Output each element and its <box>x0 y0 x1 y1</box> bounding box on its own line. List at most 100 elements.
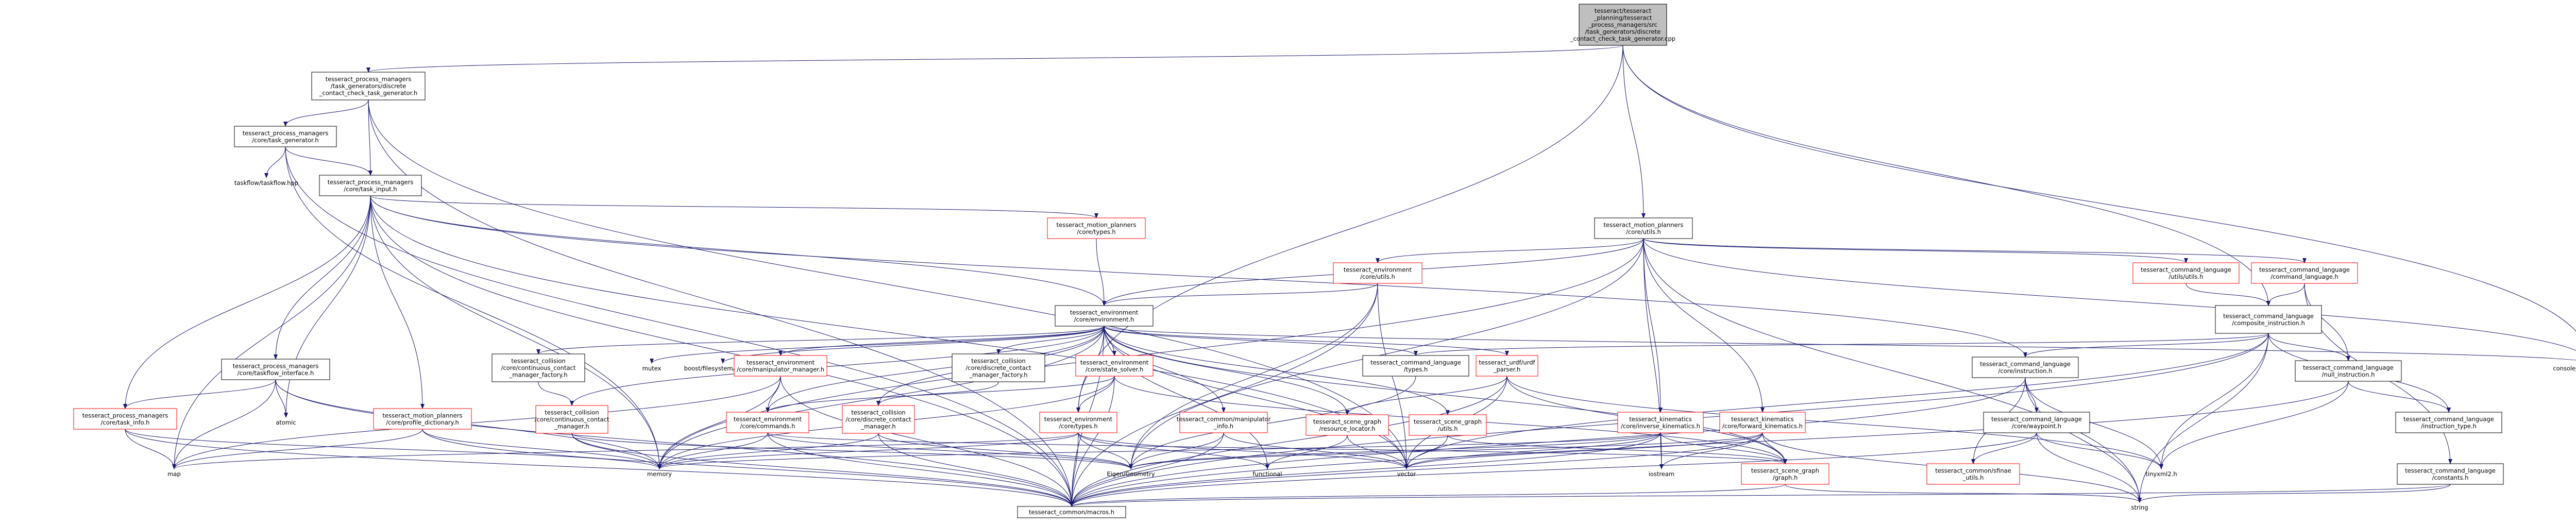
dependency-edge <box>284 195 371 418</box>
node-label: /null_instruction.h <box>2322 371 2375 378</box>
graph-node-env-utils[interactable]: tesseract_environment/core/utils.h <box>1333 262 1422 284</box>
graph-node-mp-pd[interactable]: tesseract_motion_planners/core/profile_d… <box>373 408 472 430</box>
node-label: tesseract_scene_graph <box>1414 418 1482 425</box>
dependency-edge <box>1660 432 1787 464</box>
graph-node-functional: functional <box>1252 470 1282 478</box>
graph-node-cl-types[interactable]: tesseract_command_language/types.h <box>1362 355 1469 377</box>
dependency-edge <box>123 195 371 409</box>
graph-node-cl-utils[interactable]: tesseract_command_language/utils/utils.h <box>2132 262 2240 284</box>
node-label: functional <box>1252 470 1282 478</box>
graph-node-mp-types[interactable]: tesseract_motion_planners/core/types.h <box>1047 217 1146 239</box>
node-box <box>2251 262 2358 284</box>
dependency-edge <box>767 432 1133 469</box>
node-label: tesseract_collision <box>971 358 1025 365</box>
node-label: tesseract_command_language <box>2259 266 2350 273</box>
node-box <box>1075 355 1154 377</box>
node-label: atomic <box>276 419 296 426</box>
node-label: tesseract_command_language <box>1980 360 2071 367</box>
graph-node-cl-ni[interactable]: tesseract_command_language/null_instruct… <box>2295 360 2402 382</box>
graph-node-sg-graph[interactable]: tesseract_scene_graph/graph.h <box>1741 463 1829 485</box>
graph-node-pm-tiu[interactable]: tesseract_process_managers/core/task_inf… <box>73 408 177 430</box>
graph-node-sg-rl[interactable]: tesseract_scene_graph/resource_locator.h <box>1306 414 1389 436</box>
node-box <box>1972 357 2079 378</box>
dependency-edge <box>2348 381 2451 413</box>
graph-node-pm-tfi[interactable]: tesseract_process_managers/core/taskflow… <box>221 359 330 380</box>
node-box <box>2132 262 2240 284</box>
dependency-edge <box>2023 333 2269 358</box>
graph-node-env[interactable]: tesseract_environment/core/environment.h <box>1055 305 1154 327</box>
dependency-edge <box>780 376 1074 507</box>
node-label: tesseract_process_managers <box>82 412 168 419</box>
dependency-edge <box>370 195 1074 507</box>
graph-node-pm-tg[interactable]: tesseract_process_managers/core/task_gen… <box>234 126 337 147</box>
graph-node-env-types[interactable]: tesseract_environment/core/types.h <box>1039 412 1117 433</box>
graph-node-cl-ci[interactable]: tesseract_command_language/composite_ins… <box>2215 305 2322 334</box>
dependency-edge <box>1070 484 2451 507</box>
graph-node-env-mj[interactable]: tesseract_environment/core/manipulator_m… <box>734 355 827 377</box>
graph-node-cm-sfinae[interactable]: tesseract_common/sfinae_utils.h <box>1926 463 2020 485</box>
node-label: tesseract_command_language <box>2303 364 2394 371</box>
graph-node-urdf-parse[interactable]: tesseract_urdf/urdf_parser.h <box>1476 355 1538 377</box>
graph-node-vector: vector <box>1397 470 1416 478</box>
node-label: tinyxml2.h <box>2145 470 2177 478</box>
node-label: /core/discrete_contact <box>965 364 1031 371</box>
graph-node-cd-dcm[interactable]: tesseract_collision/core/discrete_contac… <box>842 405 915 434</box>
dependency-edge <box>1104 326 1349 415</box>
dependency-edge <box>285 146 662 469</box>
node-box <box>492 353 585 382</box>
dependency-edge <box>2025 377 2039 413</box>
node-label: /core/taskflow_interface.h <box>238 369 314 377</box>
node-box <box>73 408 177 430</box>
graph-node-pm-dcc[interactable]: tesseract_process_managers/task_generato… <box>311 72 426 100</box>
node-label: tesseract_collision <box>511 358 565 365</box>
graph-node-pm-ti[interactable]: tesseract_process_managers/core/task_inp… <box>319 175 422 196</box>
dependency-edge <box>1643 238 2142 503</box>
node-label: tesseract_process_managers <box>243 129 329 137</box>
node-label: _manager_factory.h <box>969 371 1028 379</box>
node-label: tesseract_command_language <box>2403 415 2494 422</box>
graph-node-sg-utils[interactable]: tesseract_scene_graph/utils.h <box>1409 414 1487 436</box>
graph-node-env-cmds[interactable]: tesseract_environment/core/commands.h <box>726 412 809 433</box>
dependency-edge <box>370 195 662 469</box>
node-box <box>1039 412 1117 433</box>
graph-node-cl-const[interactable]: tesseract_command_language/constants.h <box>2397 463 2504 485</box>
node-box <box>311 72 426 100</box>
dependency-edge <box>1104 326 1226 413</box>
graph-node-eigen: Eigen/Geometry <box>1107 470 1155 478</box>
graph-node-env-sj[interactable]: tesseract_environment/core/state_solver.… <box>1075 355 1154 377</box>
node-box <box>2397 463 2504 485</box>
dependency-edge <box>1070 432 1079 507</box>
node-box <box>1719 412 1806 433</box>
dependency-edge <box>2159 333 2269 469</box>
node-label: tesseract_command_language <box>1991 415 2082 422</box>
dependency-edge <box>1104 326 1409 469</box>
node-label: _planning/tesseract <box>1594 14 1652 22</box>
node-label: _manager.h <box>860 423 895 430</box>
dependency-edge <box>1785 484 2142 503</box>
graph-node-root[interactable]: tesseract/tesseract_planning/tesseract_p… <box>1570 4 1675 46</box>
graph-node-cl-cl[interactable]: tesseract_command_language/command_langu… <box>2251 262 2358 284</box>
graph-node-cl-it[interactable]: tesseract_command_language/instruction_t… <box>2395 412 2502 433</box>
node-label: /core/task_input.h <box>344 185 397 193</box>
graph-node-cc-ccm[interactable]: tesseract_collision/core/continuous_cont… <box>535 405 609 434</box>
node-box <box>1306 414 1389 436</box>
graph-node-mp-utils[interactable]: tesseract_motion_planners/core/utils.h <box>1594 217 1693 239</box>
graph-node-cl-wp[interactable]: tesseract_command_language/core/waypoint… <box>1983 412 2090 433</box>
node-label: tesseract_common/macros.h <box>1029 509 1114 516</box>
dependency-edge <box>1104 326 1509 356</box>
graph-node-macros[interactable]: tesseract_common/macros.h <box>1017 506 1126 518</box>
node-label: /core/environment.h <box>1074 316 1134 323</box>
graph-node-cm-utils[interactable]: tesseract_common/manipulator_info.h <box>1177 412 1271 433</box>
node-label: /core/profile_dictionary.h <box>386 419 459 426</box>
node-label: /core/types.h <box>1059 422 1097 430</box>
node-box <box>1409 414 1487 436</box>
graph-node-kin-ik[interactable]: tesseract_kinematics/core/inverse_kinema… <box>1617 412 1704 433</box>
graph-node-kin-fk[interactable]: tesseract_kinematics/core/forward_kinema… <box>1719 412 1806 433</box>
node-label: _contact_check_task_generator.h <box>319 90 418 97</box>
dependency-edge <box>422 429 662 469</box>
node-label: /task_generators/discrete <box>331 82 406 90</box>
graph-node-cd-dcmf[interactable]: tesseract_collision/core/discrete_contac… <box>952 353 1045 382</box>
graph-node-cc-ccmf[interactable]: tesseract_collision/core/continuous_cont… <box>492 353 585 382</box>
graph-node-cl-inst[interactable]: tesseract_command_language/core/instruct… <box>1972 357 2079 378</box>
